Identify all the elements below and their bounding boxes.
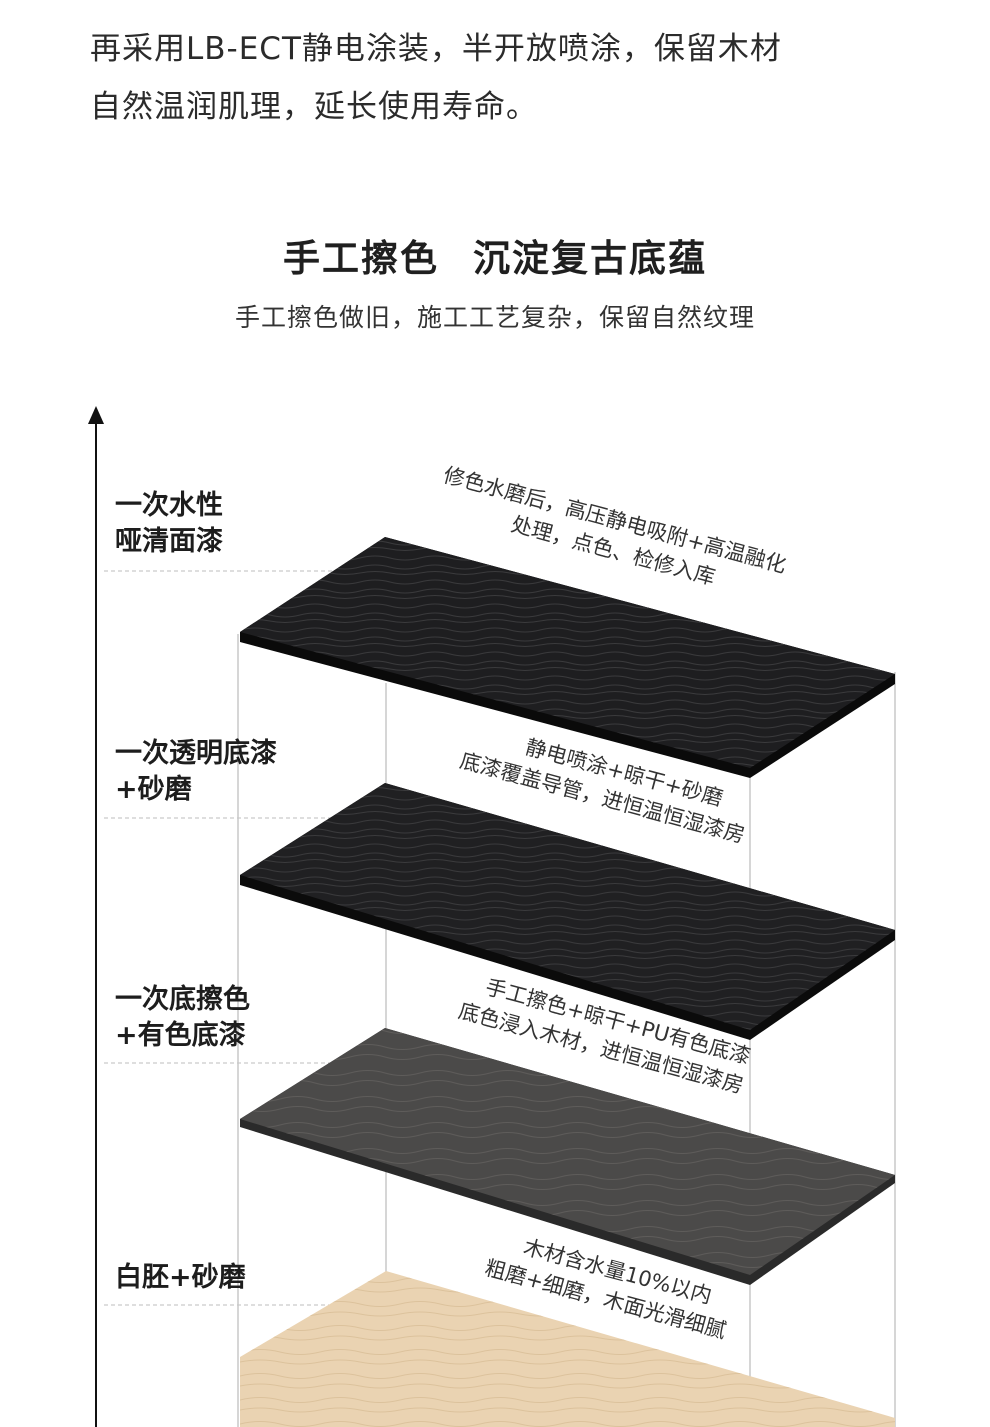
intro-paragraph: 再采用LB-ECT静电涂装，半开放喷涂，保留木材 自然温润肌理，延长使用寿命。 — [90, 20, 930, 136]
layer-label-raw-line-1: 白胚+砂磨 — [115, 1262, 246, 1293]
section-subtitle: 手工擦色做旧，施工工艺复杂，保留自然纹理 — [234, 303, 755, 332]
layer-label-base-color: 一次底擦色 +有色底漆 — [115, 982, 250, 1054]
section-title-part-2: 沉淀复古底蕴 — [473, 237, 707, 280]
wood-layer-topcoat — [240, 537, 895, 778]
section-title: 手工擦色沉淀复古底蕴 — [0, 228, 990, 282]
wood-layer-base-color — [240, 1028, 895, 1285]
layer-label-topcoat: 一次水性 哑清面漆 — [115, 488, 223, 560]
intro-line-1: 再采用LB-ECT静电涂装，半开放喷涂，保留木材 — [90, 31, 782, 67]
intro-line-2: 自然温润肌理，延长使用寿命。 — [90, 89, 538, 125]
layer-label-topcoat-line-1: 一次水性 — [115, 490, 223, 521]
up-arrow-icon — [88, 406, 104, 424]
layer-label-topcoat-line-2: 哑清面漆 — [115, 526, 223, 557]
wood-layer-primer — [240, 783, 895, 1040]
layer-label-primer-line-2: +砂磨 — [115, 774, 192, 805]
layer-label-primer-line-1: 一次透明底漆 — [115, 738, 277, 769]
layer-label-primer: 一次透明底漆 +砂磨 — [115, 736, 277, 808]
layer-label-raw: 白胚+砂磨 — [115, 1260, 246, 1296]
layer-label-base-color-line-2: +有色底漆 — [115, 1020, 246, 1051]
layer-label-base-color-line-1: 一次底擦色 — [115, 984, 250, 1015]
section-title-part-1: 手工擦色 — [283, 237, 439, 280]
wood-layer-raw — [240, 1271, 895, 1427]
